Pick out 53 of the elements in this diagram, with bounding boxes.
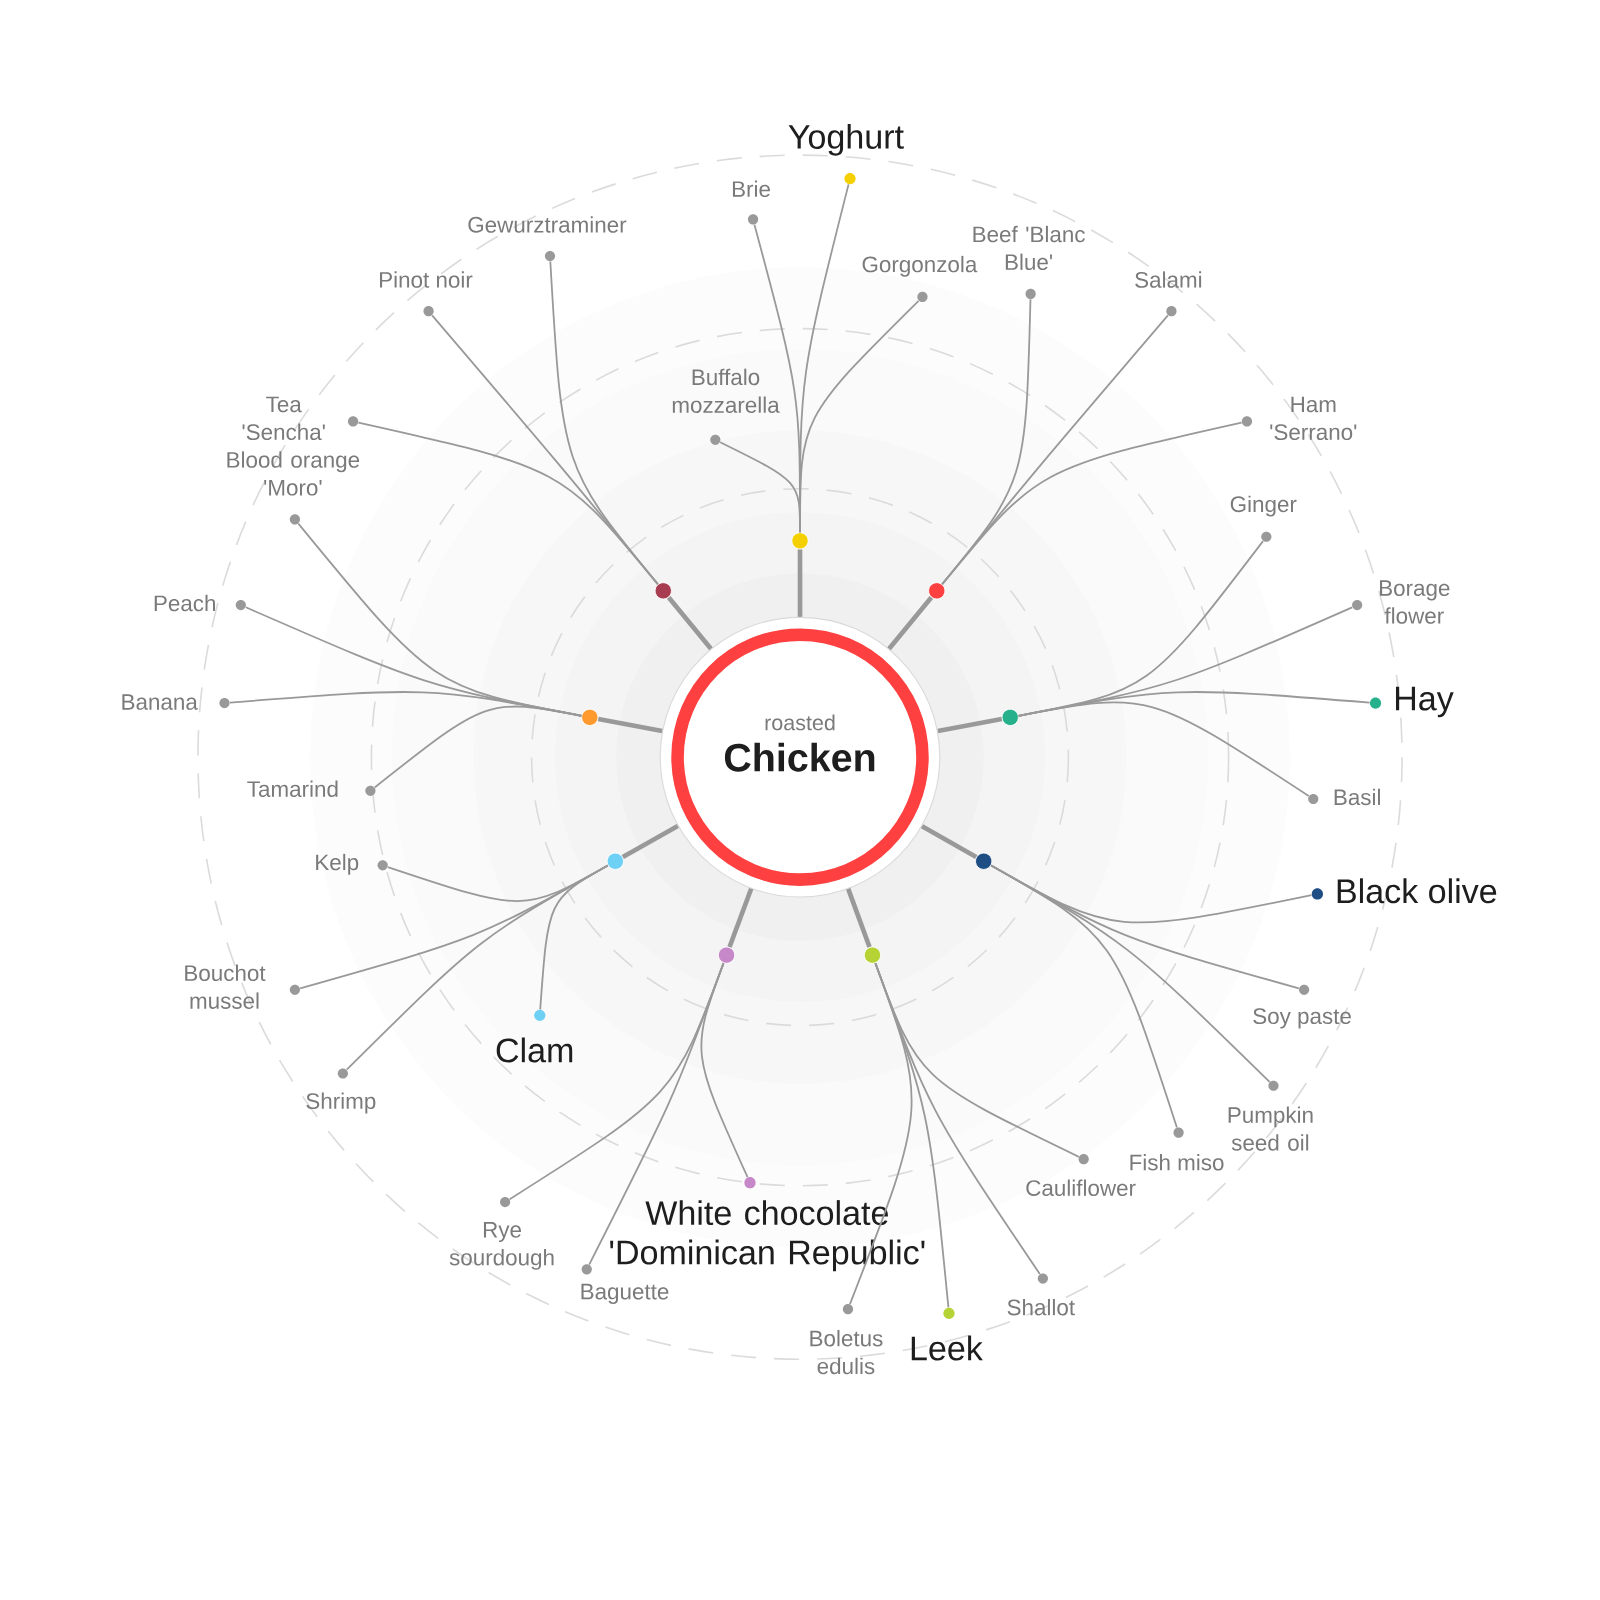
connector-line [719,441,801,534]
ingredient-label: Kelp [316,853,359,875]
ingredient-label: Peach [154,594,215,612]
ingredient-label: Yoghurt [788,123,904,156]
ingredient-label: Brie [732,180,770,197]
ingredient-label: Tamarind [247,780,338,797]
connector-line [941,421,1243,586]
connector-line [297,522,583,717]
ingredient-label: Bouchot mussel [185,964,266,1009]
ingredient-label: Ginger [1230,495,1297,517]
connector-line [937,716,1003,734]
hub-dot [717,946,736,964]
ingredient-label: Blood orange 'Moro' [227,451,360,496]
connector-line [920,824,978,859]
ingredient-label: Soy paste [1253,1008,1351,1029]
connector-line [373,705,583,789]
connector-line [1017,701,1310,797]
connector-line [846,888,872,948]
connector-line [386,864,609,902]
ingredient-label: Buffalo mozzarella [672,368,780,413]
hub-dot [863,946,882,964]
ingredient-label: Salami [1135,271,1202,288]
ingredient-label: White chocolate 'Dominican Republic' [610,1200,925,1272]
hub-dot [791,532,809,550]
connector-line [990,864,1178,1129]
ingredient-label: Rye sourdough [449,1222,554,1270]
connector-line [797,549,803,617]
connector-line [727,887,754,948]
ingredient-label: Hay [1396,686,1454,718]
ingredient-label: Gewurztraminer [468,216,627,233]
connector-line [666,596,713,651]
ingredient-label: Shallot [1007,1298,1075,1316]
ingredient-label: Pinot noir [380,271,473,288]
connector-line [549,260,659,586]
ingredient-label: Baguette [581,1283,669,1304]
ingredient-label: Basil [1334,788,1380,806]
connector-line [621,824,679,860]
ingredient-label: Banana [122,694,198,710]
ingredient-label: Shrimp [306,1092,376,1114]
connector-line [849,962,913,1305]
ingredient-label: Boletus edulis [810,1329,883,1375]
ingredient-label: Black olive [1337,878,1497,904]
ingredient-label: Fish miso [1130,1154,1224,1171]
ingredient-label: Pumpkin seed oil [1228,1106,1313,1151]
ingredient-label: Cauliflower [1026,1179,1136,1196]
ingredient-label: Clam [496,1037,573,1063]
connector-line [597,716,663,734]
connector-line [508,962,725,1201]
ingredient-label: Leek [911,1335,983,1361]
ingredient-label: Tea 'Sencha' [242,396,325,441]
connector-line [887,596,934,651]
ingredient-label: Borage flower [1380,580,1450,624]
ingredient-label: Ham 'Serrano' [1270,396,1357,441]
